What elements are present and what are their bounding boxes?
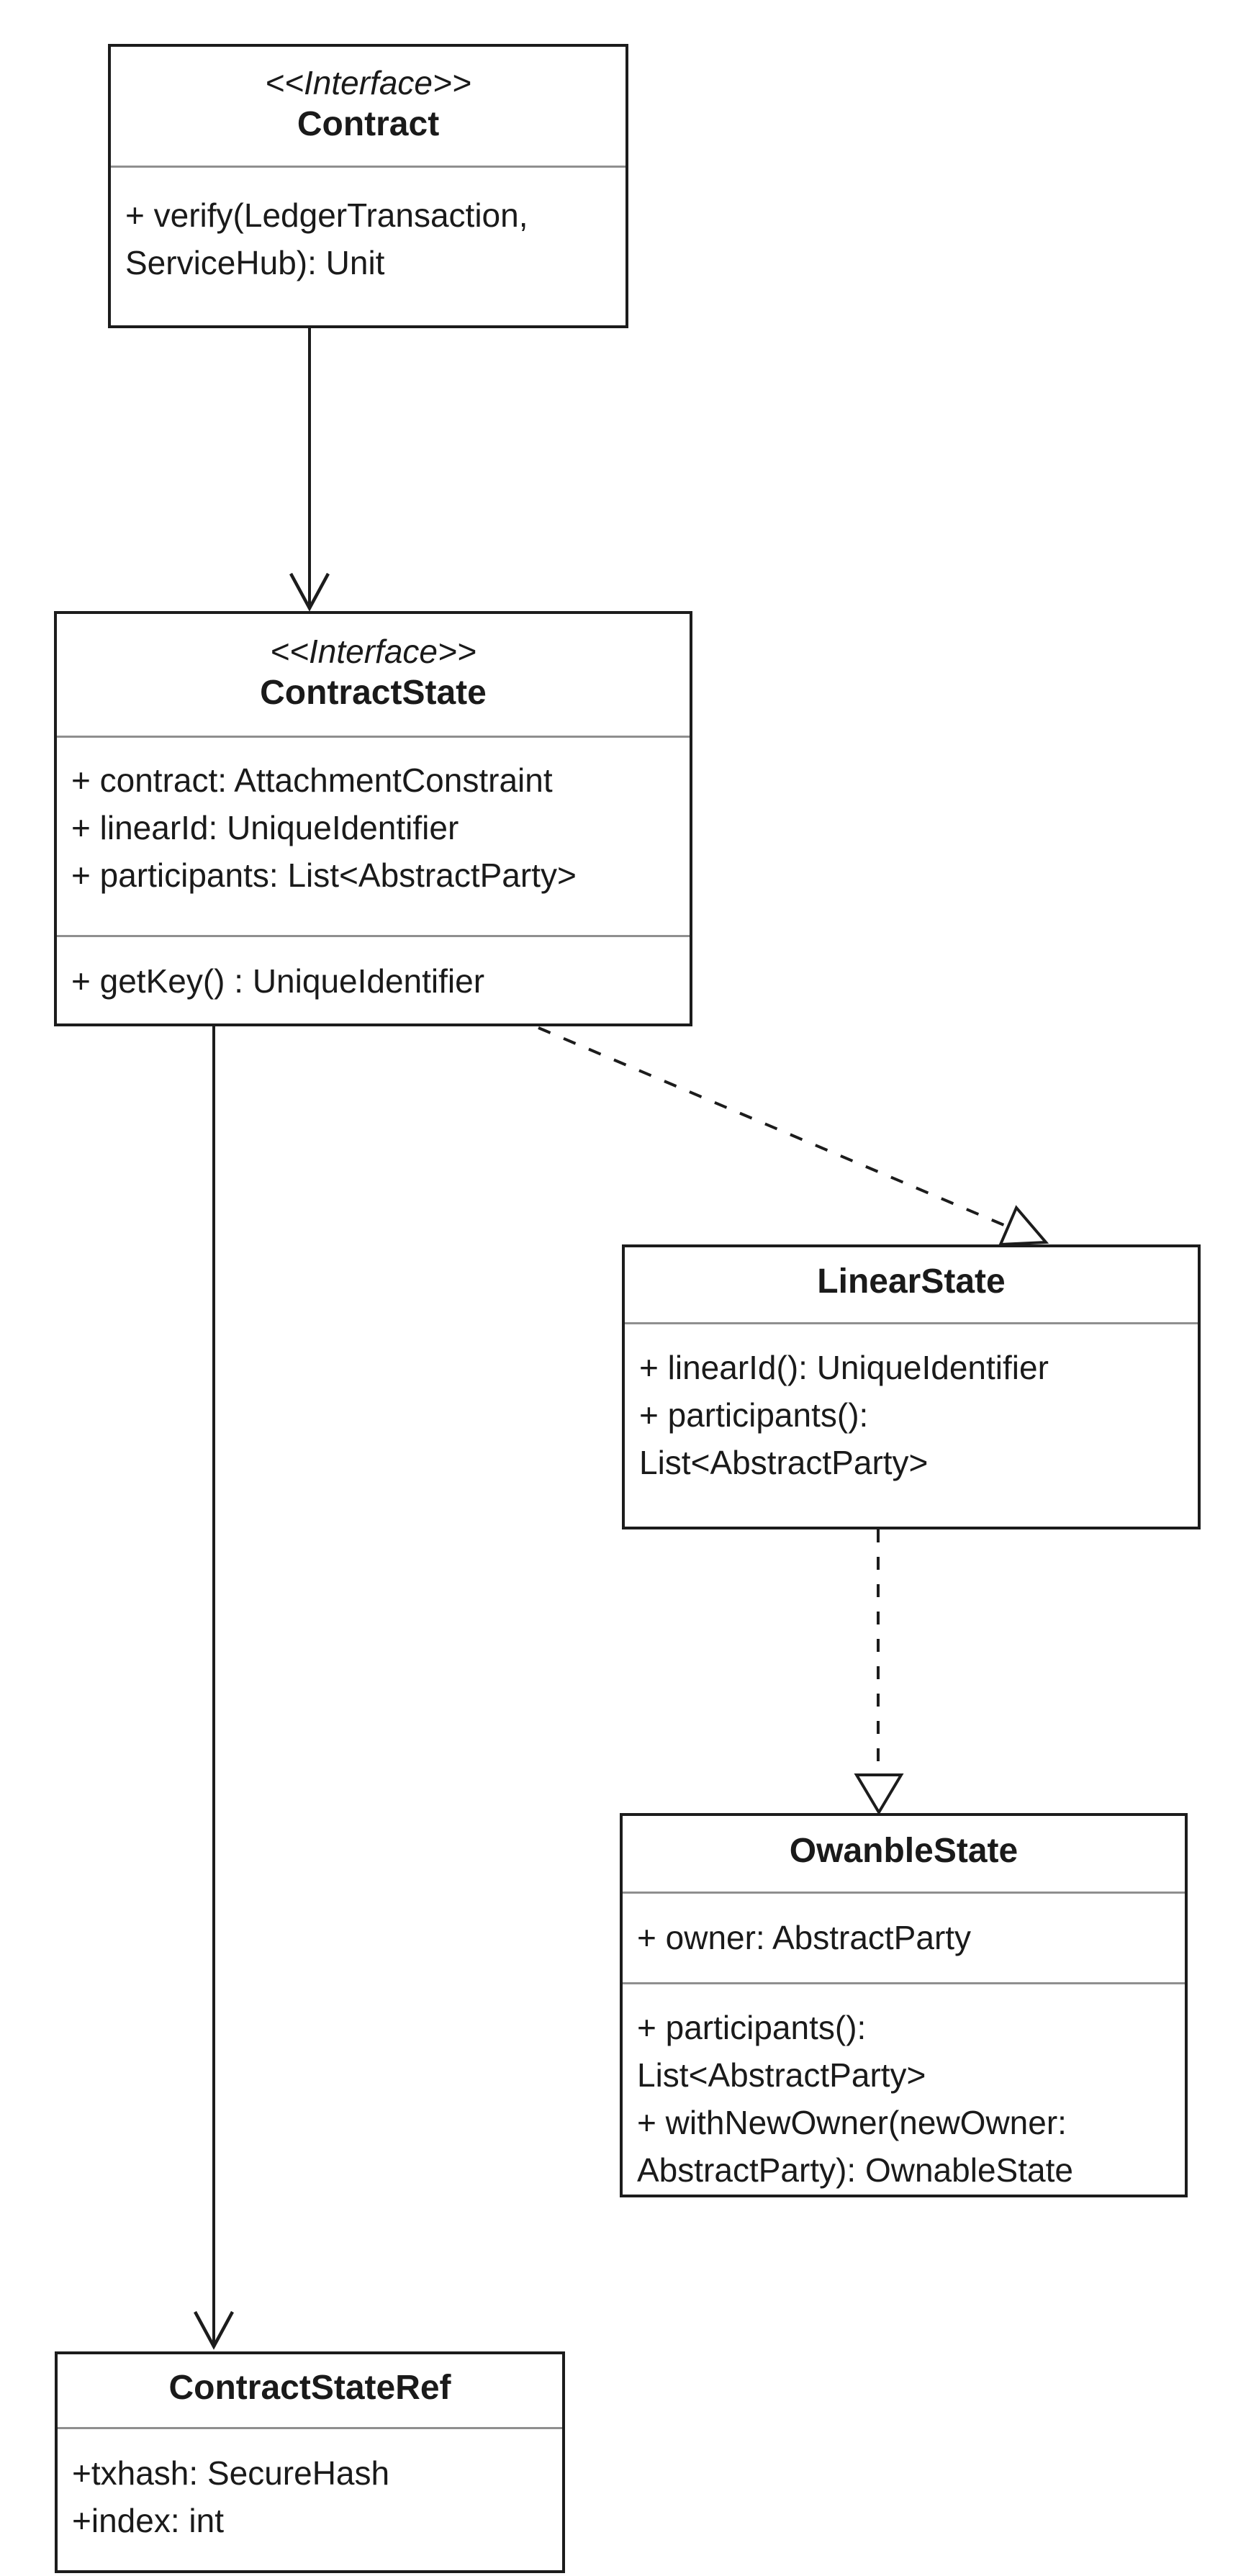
class-box-contract: <<Interface>> Contract + verify(LedgerTr… xyxy=(108,44,628,328)
class-methods-compartment: + linearId(): UniqueIdentifier + partici… xyxy=(625,1322,1198,1527)
class-box-linearstate: LinearState + linearId(): UniqueIdentifi… xyxy=(622,1244,1201,1529)
class-box-contractstateref: ContractStateRef +txhash: SecureHash +in… xyxy=(55,2351,565,2573)
method-line: List<AbstractParty> xyxy=(637,2056,926,2094)
class-name: ContractStateRef xyxy=(168,2368,451,2407)
class-box-owanblestate: OwanbleState + owner: AbstractParty + pa… xyxy=(620,1813,1188,2197)
class-box-contractstate: <<Interface>> ContractState + contract: … xyxy=(54,611,692,1026)
method-line: + linearId(): UniqueIdentifier xyxy=(639,1349,1049,1386)
class-attributes-compartment: + owner: AbstractParty xyxy=(623,1892,1185,1982)
method-line: + verify(LedgerTransaction, xyxy=(125,196,528,234)
realization-linearstate-to-owanblestate xyxy=(854,1529,904,1815)
association-contract-to-contractstate xyxy=(289,328,330,612)
realization-contractstate-to-linearstate xyxy=(538,1026,1049,1247)
open-arrowhead-icon xyxy=(194,2310,234,2350)
method-line: AbstractParty): OwnableState xyxy=(637,2151,1073,2189)
method-line: + participants(): xyxy=(639,1396,869,1434)
class-name: OwanbleState xyxy=(789,1831,1019,1870)
class-methods-compartment: + getKey() : UniqueIdentifier xyxy=(57,935,690,1023)
attribute-line: + owner: AbstractParty xyxy=(637,1919,972,1956)
method-line: + withNewOwner(newOwner: xyxy=(637,2104,1067,2141)
class-title-compartment: ContractStateRef xyxy=(58,2354,562,2427)
association-contractstate-to-contractstateref xyxy=(194,1026,234,2350)
class-name: Contract xyxy=(297,104,440,143)
class-title-compartment: OwanbleState xyxy=(623,1816,1185,1892)
attribute-line: + contract: AttachmentConstraint xyxy=(71,761,553,799)
class-title-compartment: LinearState xyxy=(625,1247,1198,1322)
class-name: ContractState xyxy=(260,673,487,712)
attribute-line: + linearId: UniqueIdentifier xyxy=(71,809,459,846)
method-line: List<AbstractParty> xyxy=(639,1444,929,1481)
class-attributes-compartment: +txhash: SecureHash +index: int xyxy=(58,2427,562,2570)
class-stereotype: <<Interface>> xyxy=(265,63,471,101)
class-title-compartment: <<Interface>> ContractState xyxy=(57,614,690,736)
method-line: + getKey() : UniqueIdentifier xyxy=(71,962,485,1000)
method-line: ServiceHub): Unit xyxy=(125,244,385,281)
attribute-line: +txhash: SecureHash xyxy=(72,2454,390,2492)
class-attributes-compartment: + contract: AttachmentConstraint + linea… xyxy=(57,736,690,935)
class-methods-compartment: + participants(): List<AbstractParty> + … xyxy=(623,1982,1185,2195)
hollow-triangle-icon xyxy=(854,1773,904,1815)
open-arrowhead-icon xyxy=(289,572,330,612)
class-stereotype: <<Interface>> xyxy=(270,632,477,670)
hollow-triangle-icon xyxy=(998,1205,1049,1247)
class-title-compartment: <<Interface>> Contract xyxy=(111,47,625,166)
class-methods-compartment: + verify(LedgerTransaction, ServiceHub):… xyxy=(111,166,625,325)
method-line: + participants(): xyxy=(637,2009,867,2046)
attribute-line: +index: int xyxy=(72,2502,224,2539)
class-name: LinearState xyxy=(817,1262,1006,1301)
attribute-line: + participants: List<AbstractParty> xyxy=(71,857,577,894)
